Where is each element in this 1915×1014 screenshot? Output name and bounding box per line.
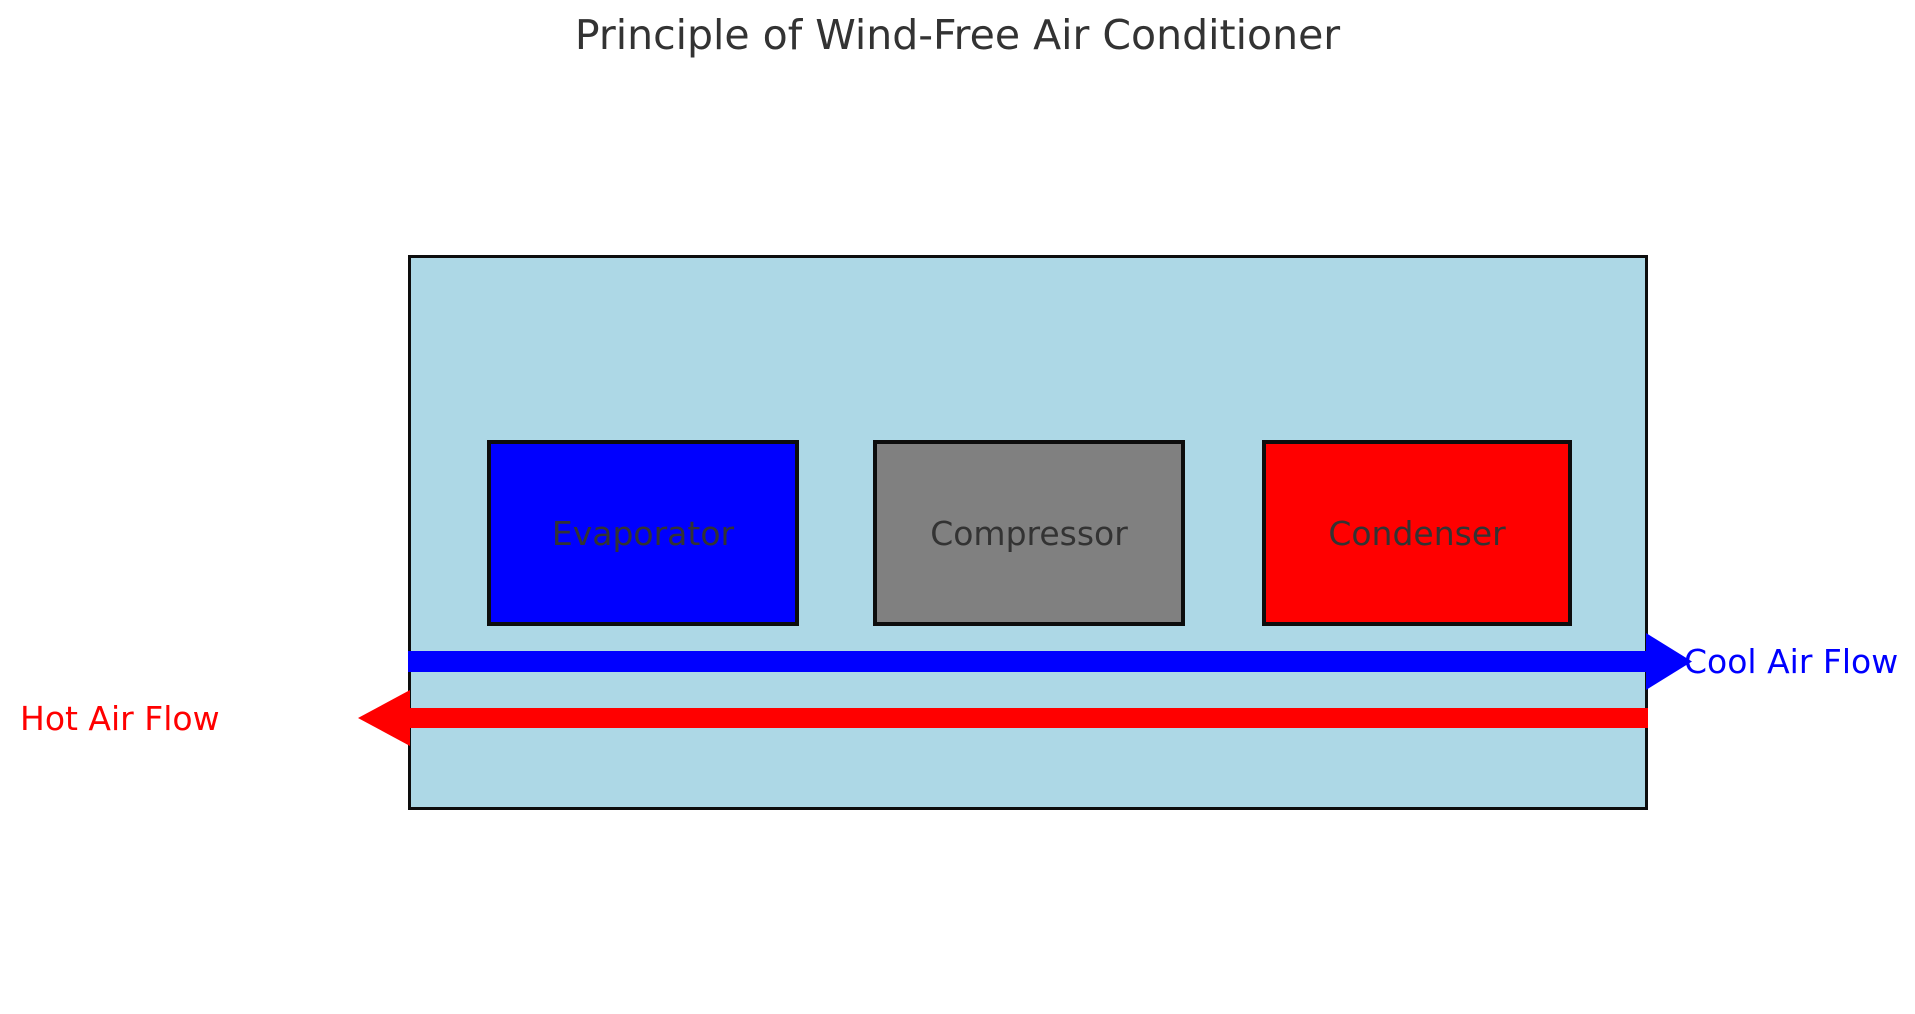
component-condenser: Condenser <box>1262 440 1572 626</box>
component-condenser-label: Condenser <box>1328 513 1506 553</box>
component-evaporator-label: Evaporator <box>551 513 735 553</box>
component-compressor: Compressor <box>873 440 1185 626</box>
component-evaporator: Evaporator <box>487 440 799 626</box>
hot-air-flow-arrowhead <box>358 690 410 746</box>
cool-air-flow-label: Cool Air Flow <box>1684 642 1899 681</box>
hot-air-flow-label: Hot Air Flow <box>20 699 220 738</box>
page-title: Principle of Wind-Free Air Conditioner <box>574 11 1341 59</box>
component-compressor-label: Compressor <box>930 513 1128 553</box>
